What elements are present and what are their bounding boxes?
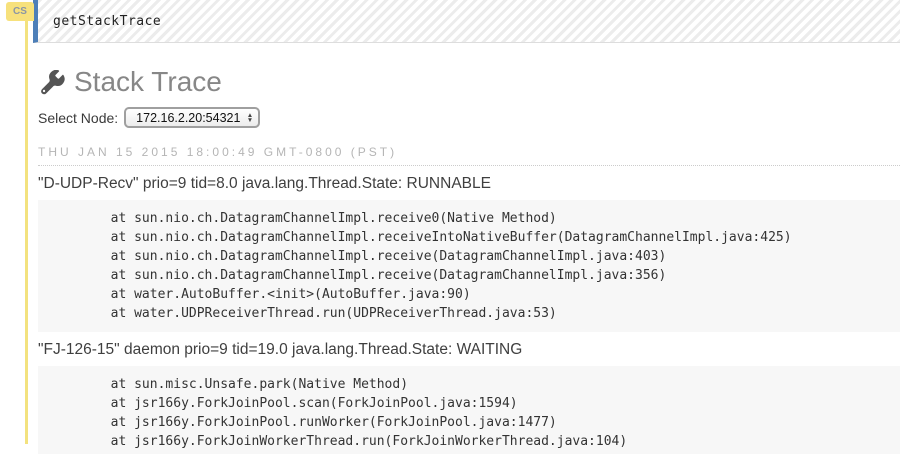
node-select-dropdown[interactable]: 172.16.2.20:54321 ▲▼ xyxy=(124,107,261,128)
thread-header: "FJ-126-15" daemon prio=9 tid=19.0 java.… xyxy=(38,341,523,358)
cs-annotation-badge: CS xyxy=(6,2,34,21)
node-selector-row: Select Node: 172.16.2.20:54321 ▲▼ xyxy=(38,107,900,128)
main-content: Stack Trace Select Node: 172.16.2.20:543… xyxy=(38,43,900,454)
thread-header: "D-UDP-Recv" prio=9 tid=8.0 java.lang.Th… xyxy=(38,175,491,192)
page-title: Stack Trace xyxy=(40,66,900,98)
node-select-value: 172.16.2.20:54321 xyxy=(136,110,241,125)
node-selector-label: Select Node: xyxy=(38,109,119,126)
stack-trace-timestamp: THU JAN 15 2015 18:00:49 GMT-0800 (PST) xyxy=(38,145,900,166)
stack-trace-block: at sun.nio.ch.DatagramChannelImpl.receiv… xyxy=(38,200,900,332)
page-title-text: Stack Trace xyxy=(74,66,222,97)
wrench-icon xyxy=(40,69,65,95)
dropdown-stepper-icon: ▲▼ xyxy=(246,111,254,124)
cs-badge-label: CS xyxy=(13,6,27,17)
annotation-guide-line xyxy=(25,19,28,444)
api-title-bar: getStackTrace xyxy=(33,0,900,43)
stack-trace-block: at sun.misc.Unsafe.park(Native Method) a… xyxy=(38,366,900,454)
api-name-label: getStackTrace xyxy=(53,13,162,29)
